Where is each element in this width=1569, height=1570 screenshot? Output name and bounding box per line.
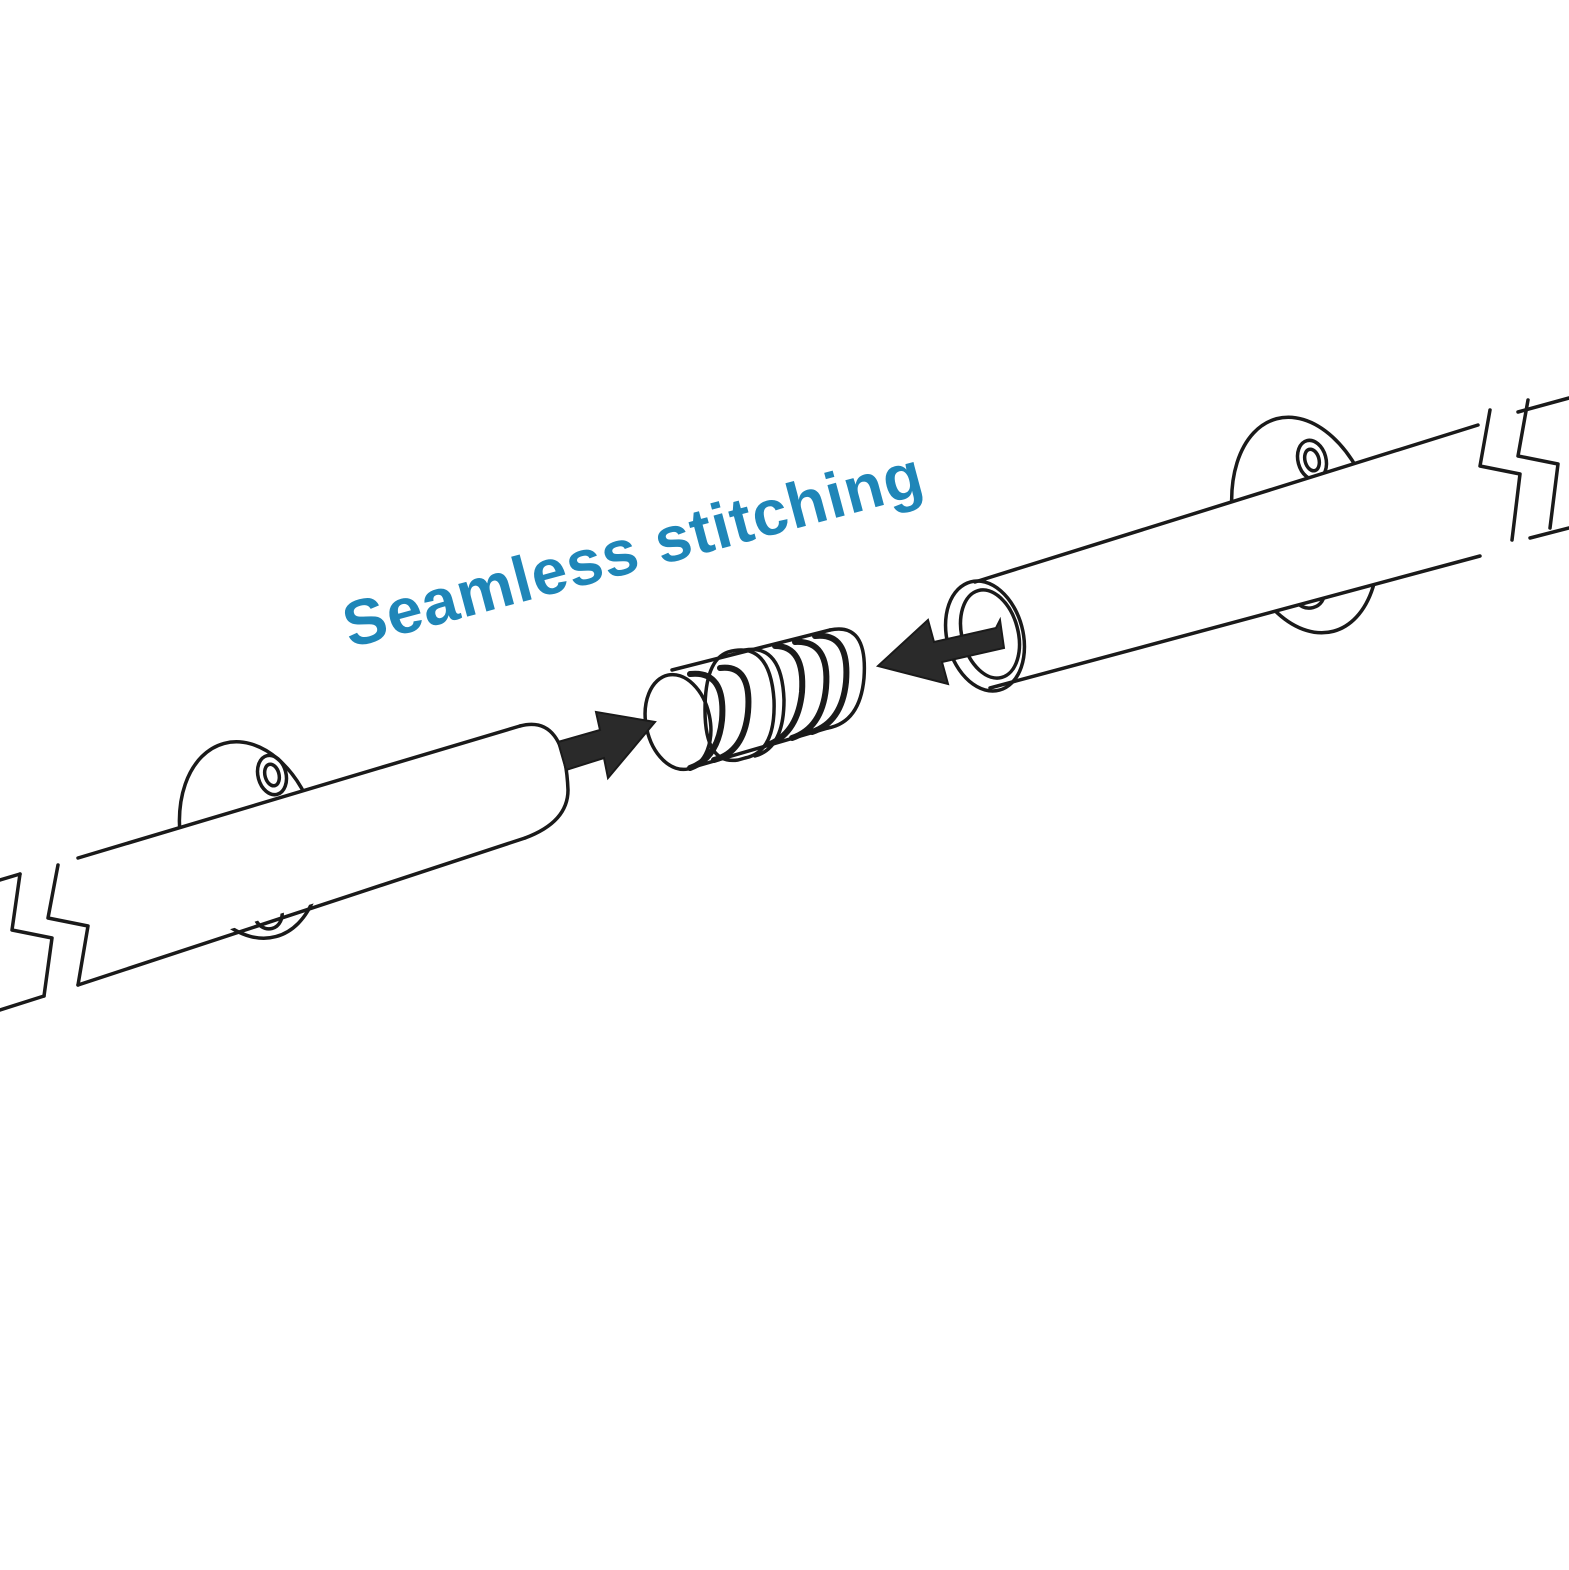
right-insert-arrow-icon <box>875 616 1006 686</box>
pipe-connector <box>643 627 867 772</box>
right-rail-pipe <box>943 396 1569 693</box>
left-insert-arrow-icon <box>556 710 657 781</box>
left-rail-pipe <box>0 722 570 1012</box>
